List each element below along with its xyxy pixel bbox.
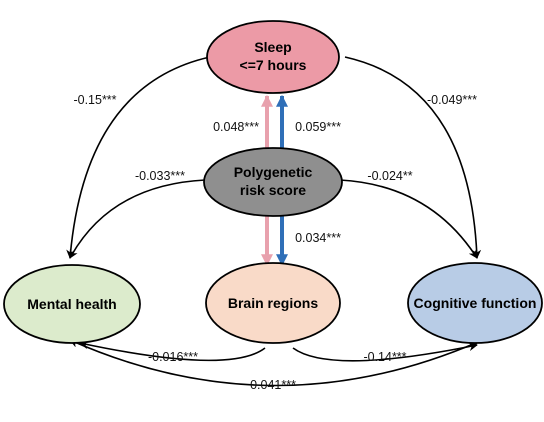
node-cognitive-function: Cognitive function <box>407 262 543 344</box>
coef-sleep-to-prs: 0.059*** <box>295 120 341 134</box>
coef-mental-cognitive: 0.041*** <box>250 378 296 392</box>
node-prs-line2: risk score <box>240 182 306 198</box>
node-cognitive-label: Cognitive function <box>414 295 537 311</box>
node-sleep-line2: <=7 hours <box>240 57 307 73</box>
node-brain-label: Brain regions <box>228 295 318 311</box>
node-brain-regions: Brain regions <box>205 262 341 344</box>
node-sleep-line1: Sleep <box>254 39 291 55</box>
edge-brain-to-mental <box>79 340 266 362</box>
coef-brain-to-mental: -0.016*** <box>148 350 198 364</box>
node-mental-label: Mental health <box>27 296 116 312</box>
edge-mental-cognitive <box>69 339 479 387</box>
coef-prs-to-cognitive: -0.024** <box>367 169 412 183</box>
coef-sleep-to-cognitive: -0.049*** <box>427 93 477 107</box>
edge-brain-to-cognitive <box>292 342 478 362</box>
coef-prs-to-mental: -0.033*** <box>135 169 185 183</box>
edge-prs-to-cognitive <box>339 179 478 259</box>
coef-sleep-to-mental: -0.15*** <box>73 93 116 107</box>
coef-prs-to-brain: 0.034*** <box>295 231 341 245</box>
edge-sleep-to-mental <box>66 56 211 259</box>
node-prs-line1: Polygenetic <box>234 164 313 180</box>
node-prs: Polygenetic risk score <box>203 147 343 217</box>
node-mental-health: Mental health <box>3 264 141 344</box>
edge-prs-to-mental <box>69 179 206 259</box>
coef-prs-to-sleep: 0.048*** <box>213 120 259 134</box>
node-sleep: Sleep <=7 hours <box>206 20 340 94</box>
edge-sleep-to-cognitive <box>344 56 482 259</box>
coef-brain-to-cognitive: -0.14*** <box>363 350 406 364</box>
